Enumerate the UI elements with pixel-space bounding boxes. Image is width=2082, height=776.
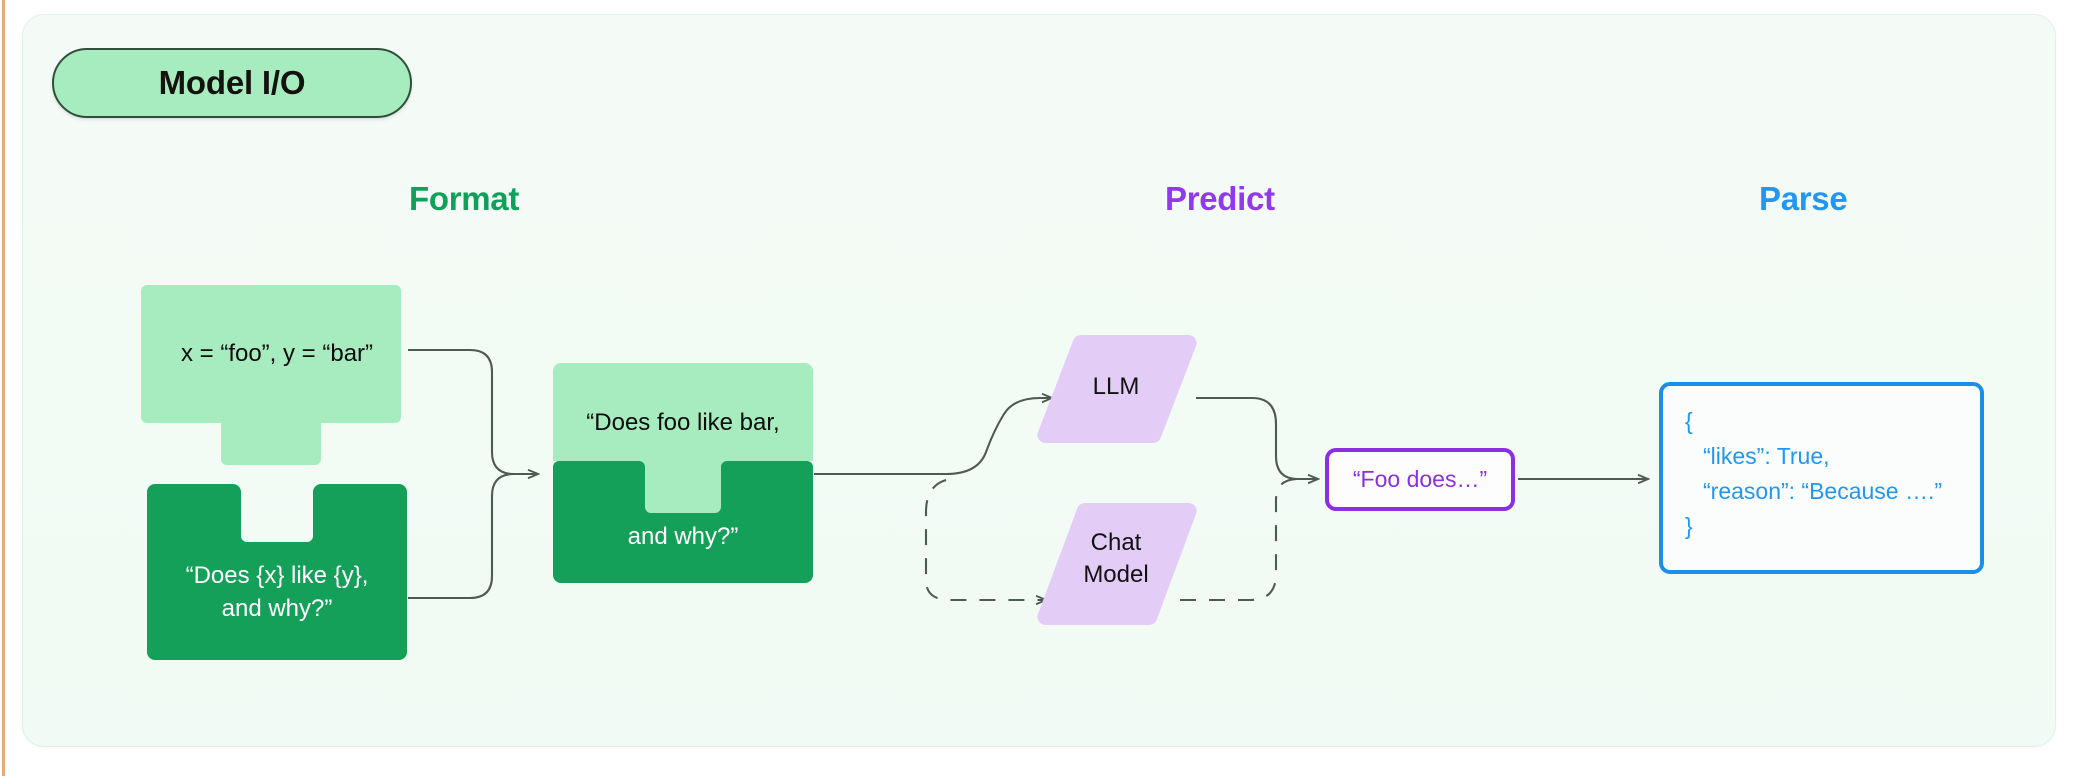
- json-line-reason: “reason”: “Because ….”: [1703, 477, 1943, 504]
- llm-shape: [1037, 335, 1197, 443]
- node-parsed-json: { “likes”: True, “reason”: “Because ….” …: [1659, 382, 1984, 574]
- left-edge-rule: [2, 0, 5, 776]
- node-combined-prompt: “Does foo like bar, and why?”: [553, 363, 813, 585]
- template-shape: [147, 484, 407, 660]
- json-line-close: }: [1685, 512, 1693, 539]
- node-output-text: “Foo does…”: [1325, 448, 1515, 511]
- column-heading-predict: Predict: [1165, 180, 1275, 217]
- json-line-open: {: [1685, 408, 1693, 434]
- node-template: “Does {x} like {y}, and why?”: [147, 484, 407, 660]
- json-line-likes: “likes”: True,: [1703, 442, 1830, 469]
- node-chat-model: Chat Model: [1035, 503, 1197, 625]
- column-heading-format: Format: [409, 180, 520, 217]
- combined-label-bottom: and why?”: [627, 523, 739, 550]
- combined-top-shape: [553, 363, 813, 513]
- combined-label-top: “Does foo like bar,: [586, 409, 780, 436]
- output-text-label: “Foo does…”: [1352, 466, 1488, 492]
- model-io-badge-label: Model I/O: [158, 64, 306, 101]
- node-variables: x = “foo”, y = “bar”: [141, 285, 407, 465]
- node-llm: LLM: [1035, 335, 1197, 443]
- chat-model-shape: [1037, 503, 1197, 625]
- combined-bottom-shape: [553, 461, 813, 583]
- model-io-badge: Model I/O: [52, 48, 412, 118]
- column-heading-parse: Parse: [1759, 180, 1848, 217]
- variables-shape: [141, 285, 401, 465]
